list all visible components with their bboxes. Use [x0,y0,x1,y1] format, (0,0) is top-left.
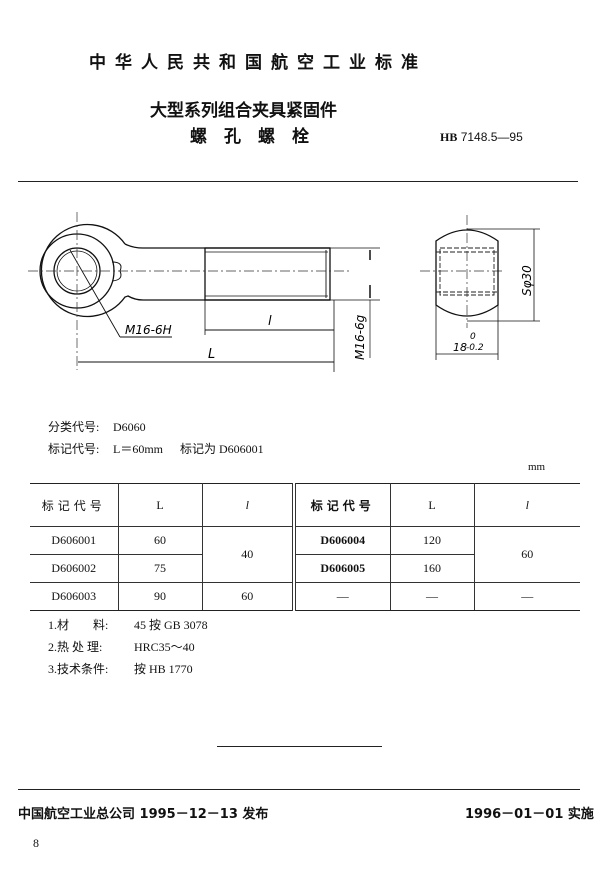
dimension-table: 标记代号 L l 标记代号 L l D606001 60 40 D606004 … [30,483,580,611]
header-code-a: 标记代号 [30,483,119,527]
standard-body-text: 中华人民共和国航空工业标准 [89,53,427,73]
width-nominal-label: 18 [453,341,467,354]
table-row: D606003 90 60 — — — [30,582,580,611]
cell-code: D606005 [292,554,391,583]
sphere-diameter-label: Sφ30 [520,265,534,296]
cell-l: 40 [201,526,295,583]
part-name: 螺孔螺栓 [190,127,326,147]
standard-code-number: 7148.5—95 [460,130,523,144]
dim-l-label: l [268,314,272,329]
internal-thread-label: M16-6H [125,323,172,337]
cell-code: D606003 [30,582,119,611]
cell-L: 160 [389,554,474,583]
standard-body-title: 中华人民共和国航空工业标准 [0,48,600,73]
note-value: HRC35～40 [134,640,195,654]
cell-l: 60 [201,582,295,611]
table-row: D606001 60 40 D606004 120 60 [30,526,580,583]
header-divider [18,181,578,182]
note-material: 1.材 料: 45 按 GB 3078 [48,614,208,636]
cell-code: — [292,582,391,611]
table-header-row: 标记代号 L l 标记代号 L l [30,483,580,527]
classification-label: 分类代号: [48,420,100,434]
effective-date: 1996－01－01 实施 [465,807,594,822]
marking-line: 标记代号: L＝60mm 标记为 D606001 [48,440,264,457]
header-L-b: L [389,483,475,527]
width-tol-lower: -0.2 [466,343,484,353]
width-tol-upper: 0 [470,332,476,342]
cell-L: 120 [389,526,475,555]
standard-code: HB 7148.5—95 [440,130,523,145]
issue-date: 中国航空工业总公司 1995－12－13 发布 [18,807,269,822]
cell-l: — [473,582,580,611]
cell-L: 90 [117,582,203,611]
note-heat-treatment: 2.热 处 理: HRC35～40 [48,636,208,658]
note-value: 45 按 GB 3078 [134,618,208,632]
eye-outer-outline [40,223,330,318]
marking-example: L＝60mm [113,442,163,456]
note-label: 1.材 料: [48,618,109,632]
note-value: 按 HB 1770 [134,662,193,676]
marking-label: 标记代号: [48,442,100,456]
classification-value: D6060 [113,420,146,434]
technical-drawing: M16-6H l L M16-6g Sφ30 18 0 -0.2 [28,212,540,372]
unit-label: mm [528,461,546,473]
note-label: 2.热 处 理: [48,640,103,654]
dim-L-label: L [208,347,215,362]
footer-divider [18,789,580,790]
classification-line: 分类代号: D6060 [48,418,146,435]
header-l-a: l [201,483,295,527]
end-mark [217,746,382,747]
cell-L: 60 [117,526,203,555]
cell-code: D606001 [30,526,119,555]
standard-code-prefix: HB [440,130,458,144]
note-technical-conditions: 3.技术条件: 按 HB 1770 [48,658,208,680]
cell-code: D606002 [30,554,119,583]
cell-L: — [389,582,475,611]
marking-result: 标记为 D606001 [180,442,264,456]
cell-code: D606004 [292,526,391,555]
table-row: D606002 75 D606005 160 [30,554,580,583]
header-l-b: l [473,483,580,527]
note-label: 3.技术条件: [48,662,109,676]
external-thread-label: M16-6g [353,314,367,360]
page-number: 8 [33,836,39,850]
technical-notes: 1.材 料: 45 按 GB 3078 2.热 处 理: HRC35～40 3.技术… [48,614,208,680]
cell-l: 60 [473,526,580,583]
series-title: 大型系列组合夹具紧固件 [150,101,337,121]
header-code-b: 标记代号 [292,483,391,527]
cell-L: 75 [117,554,203,583]
header-L-a: L [117,483,203,527]
